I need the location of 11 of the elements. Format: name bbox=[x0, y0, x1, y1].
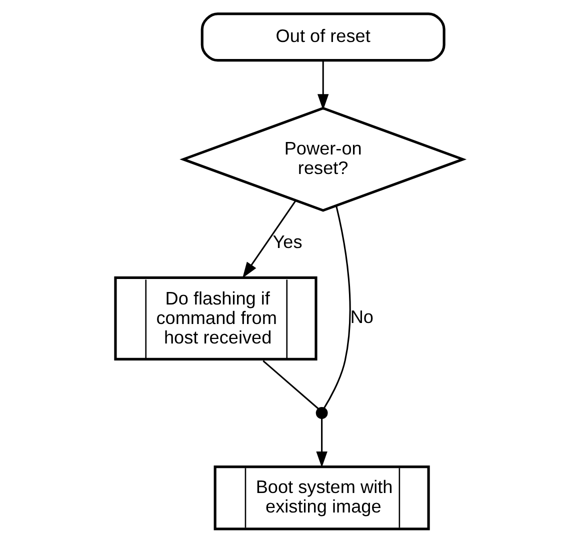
connector bbox=[322, 206, 350, 410]
arrow bbox=[316, 60, 328, 110]
arrow bbox=[242, 200, 296, 278]
connector bbox=[262, 360, 319, 410]
arrow bbox=[316, 418, 327, 468]
edge-label: No bbox=[350, 307, 373, 328]
node-circle bbox=[315, 407, 328, 419]
node-diamond: Power-on reset? bbox=[179, 106, 466, 212]
edge-label: Yes bbox=[272, 232, 302, 252]
node-box: Boot system with existing image bbox=[213, 466, 430, 530]
node-box: Out of reset bbox=[200, 12, 445, 62]
